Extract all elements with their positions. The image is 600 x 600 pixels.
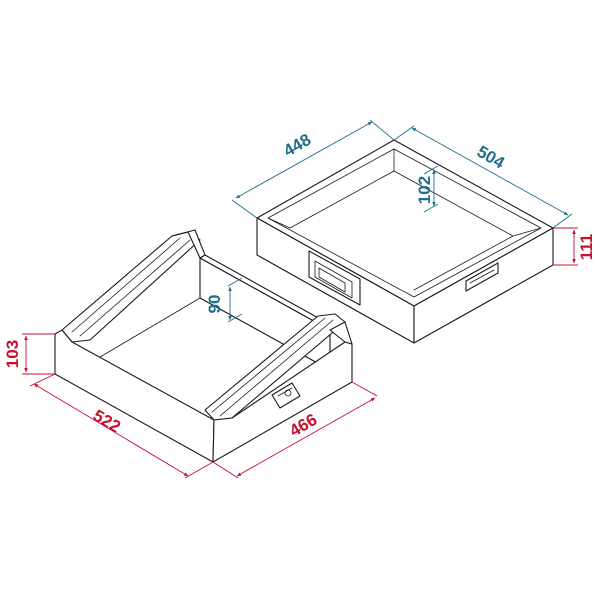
dim-lid-outer-height: 111 <box>577 234 596 261</box>
dim-base-inner-height: 90 <box>205 295 224 314</box>
dim-lid-inner-length: 448 <box>280 130 314 161</box>
base-front-wall <box>54 329 215 463</box>
lid-handle-left <box>308 250 361 306</box>
lid-handle-right <box>465 262 499 292</box>
lid-outer-height-dimension: 111 <box>553 227 596 266</box>
base-rack-rail-left <box>61 231 201 343</box>
dim-lid-inner-height: 102 <box>415 176 434 204</box>
dim-base-outer-length: 522 <box>90 406 124 437</box>
base-inner-dimensions: 90 <box>205 277 243 323</box>
dim-lid-outer-length: 504 <box>474 142 509 173</box>
dim-base-outer-height: 103 <box>3 340 22 368</box>
